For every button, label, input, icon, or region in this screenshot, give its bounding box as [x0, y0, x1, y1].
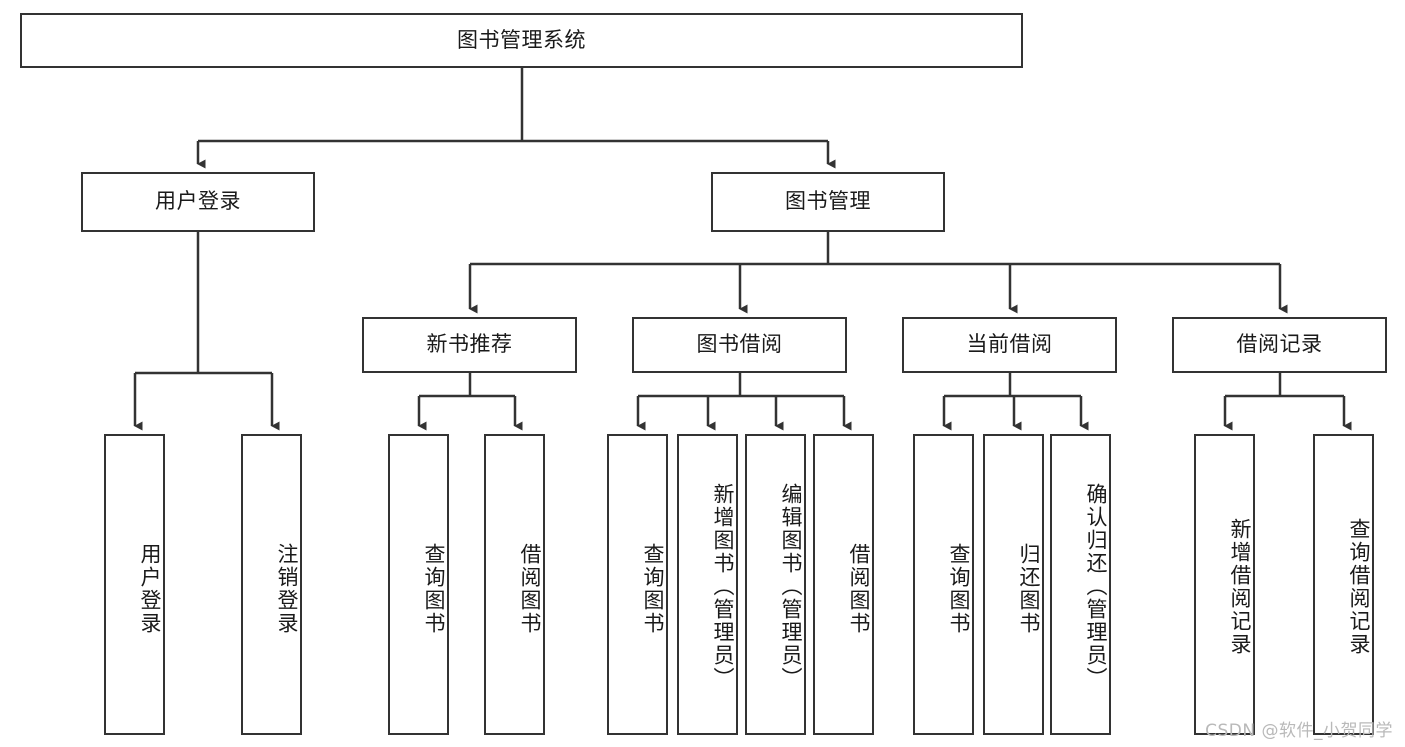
node-leaf-d2[interactable]: 归还图书	[983, 434, 1044, 735]
node-leaf-c4[interactable]: 借阅图书	[813, 434, 874, 735]
node-leaf-c3[interactable]: 编辑图书（管理员）	[745, 434, 806, 735]
node-label: 注销登录	[275, 542, 299, 635]
node-label: 查询图书	[947, 542, 971, 635]
node-l2-b[interactable]: 图书管理	[711, 172, 945, 232]
node-leaf-d1[interactable]: 查询图书	[913, 434, 974, 735]
node-leaf-c2[interactable]: 新增图书（管理员）	[677, 434, 738, 735]
node-leaf-b2[interactable]: 借阅图书	[484, 434, 545, 735]
node-l2-a[interactable]: 用户登录	[81, 172, 315, 232]
node-l3-d[interactable]: 借阅记录	[1172, 317, 1387, 373]
node-l3-b[interactable]: 图书借阅	[632, 317, 847, 373]
node-leaf-a1[interactable]: 用户登录	[104, 434, 165, 735]
node-label: 图书管理	[785, 189, 871, 214]
node-l3-c[interactable]: 当前借阅	[902, 317, 1117, 373]
node-label: 确认归还（管理员）	[1084, 483, 1108, 690]
node-label: 图书借阅	[696, 332, 783, 357]
node-leaf-e1[interactable]: 新增借阅记录	[1194, 434, 1255, 735]
node-l3-a[interactable]: 新书推荐	[362, 317, 577, 373]
node-label: 借阅图书	[518, 542, 542, 635]
node-label: 查询图书	[422, 542, 446, 635]
node-leaf-c1[interactable]: 查询图书	[607, 434, 668, 735]
node-label: 图书管理系统	[457, 27, 586, 52]
node-label: 归还图书	[1017, 542, 1041, 635]
node-leaf-b1[interactable]: 查询图书	[388, 434, 449, 735]
node-label: 借阅记录	[1236, 332, 1323, 357]
node-label: 借阅图书	[847, 542, 871, 635]
csdn-watermark: CSDN @软件_小贺同学	[1205, 721, 1393, 741]
node-label: 查询借阅记录	[1347, 517, 1371, 656]
node-label: 新增借阅记录	[1228, 517, 1252, 656]
node-label: 用户登录	[138, 542, 162, 635]
node-root[interactable]: 图书管理系统	[20, 13, 1023, 68]
node-label: 用户登录	[155, 189, 241, 214]
node-label: 新书推荐	[426, 332, 513, 357]
node-label: 编辑图书（管理员）	[779, 483, 803, 690]
node-leaf-e2[interactable]: 查询借阅记录	[1313, 434, 1374, 735]
node-label: 查询图书	[641, 542, 665, 635]
node-leaf-d3[interactable]: 确认归还（管理员）	[1050, 434, 1111, 735]
node-label: 当前借阅	[966, 332, 1053, 357]
node-leaf-a2[interactable]: 注销登录	[241, 434, 302, 735]
node-label: 新增图书（管理员）	[711, 483, 735, 690]
